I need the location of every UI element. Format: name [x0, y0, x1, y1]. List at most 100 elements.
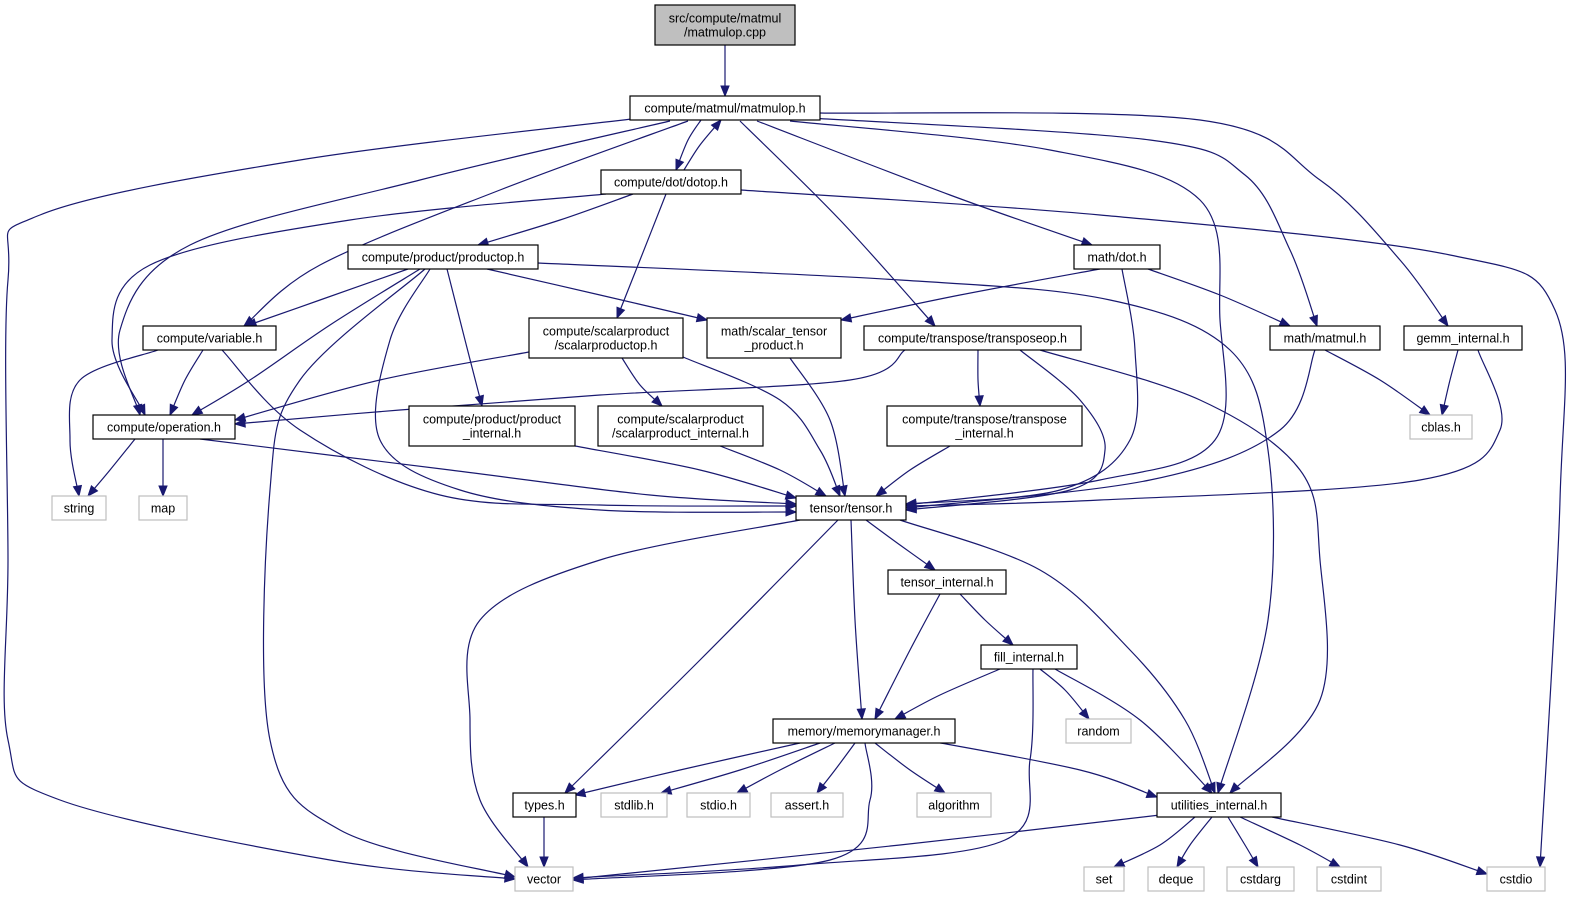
node-label: vector [527, 873, 561, 887]
arrowhead [1309, 314, 1318, 328]
node-box [686, 792, 751, 818]
node-label: compute/variable.h [157, 332, 263, 346]
arrowhead [1112, 858, 1126, 868]
edge-math-matmul-h-to-cblas-h [1324, 349, 1432, 416]
edge-memorymanager-h-to-types-h [573, 742, 801, 798]
edge-line [374, 268, 797, 513]
node-root[interactable]: src/compute/matmul/matmulop.cpp [654, 4, 796, 46]
edge-utilities-internal-h-to-cstdarg [1227, 816, 1259, 869]
edge-matmulop-h-to-dotop-h [675, 119, 702, 172]
node-label: cstdio [1500, 873, 1533, 887]
edge-tensor-internal-h-to-fill-internal-h [959, 593, 1015, 646]
edge-line [245, 268, 409, 327]
node-scalarproduct-internal-h[interactable]: compute/scalarproduct/scalarproduct_inte… [597, 405, 764, 447]
edge-fill-internal-h-to-utilities-internal-h [1054, 668, 1213, 794]
node-matmulop-h[interactable]: compute/matmul/matmulop.h [629, 95, 821, 121]
edge-dotop-h-to-scalarproductop-h [616, 193, 667, 320]
node-box [1156, 792, 1282, 818]
edge-line [719, 445, 827, 497]
edge-line [929, 740, 1158, 798]
node-scalarproductop-h[interactable]: compute/scalarproduct/scalarproductop.h [528, 317, 684, 359]
node-cstdint: cstdint [1316, 866, 1382, 892]
arrowhead [1002, 634, 1015, 646]
edge-line [1271, 816, 1488, 875]
edge-line [894, 668, 1001, 720]
node-scalar-tensor-product-h[interactable]: math/scalar_tensor_product.h [706, 317, 842, 359]
node-tensor-h[interactable]: tensor/tensor.h [795, 495, 907, 521]
edge-line [572, 668, 1034, 879]
node-variable-h[interactable]: compute/variable.h [142, 325, 277, 351]
edge-line [756, 120, 1093, 246]
edge-fill-internal-h-to-vector [571, 668, 1034, 883]
edge-transposeop-h-to-transpose-internal-h [974, 349, 984, 408]
edge-line [905, 268, 1139, 505]
edge-productop-h-to-scalar-tensor-product-h [486, 268, 709, 323]
node-fill-internal-h[interactable]: fill_internal.h [980, 644, 1078, 670]
node-box [528, 317, 684, 359]
arrowhead [1176, 855, 1187, 869]
arrowhead [1418, 405, 1432, 416]
node-label: stdlib.h [614, 799, 654, 813]
edge-operation-h-to-map [158, 439, 168, 498]
node-label: stdio.h [700, 799, 737, 813]
node-label: algorithm [928, 799, 979, 813]
edge-tensor-h-to-tensor-internal-h [865, 519, 937, 571]
node-label: compute/dot/dotop.h [614, 176, 728, 190]
node-utilities-internal-h[interactable]: utilities_internal.h [1156, 792, 1282, 818]
node-box [512, 792, 577, 818]
edge-dotop-h-to-productop-h [476, 193, 634, 247]
edge-line [169, 349, 204, 416]
node-label: types.h [524, 799, 564, 813]
edge-line [739, 120, 936, 327]
node-cblas-h: cblas.h [1409, 414, 1473, 440]
node-box [347, 244, 539, 270]
node-types-h[interactable]: types.h [512, 792, 577, 818]
node-box [1486, 866, 1546, 892]
node-label: compute/scalarproduct [617, 413, 744, 427]
arrowhead [539, 856, 549, 869]
node-transposeop-h[interactable]: compute/transpose/transposeop.h [863, 325, 1082, 351]
edge-line [572, 814, 1161, 880]
node-box [1065, 718, 1132, 744]
edge-line [446, 268, 483, 407]
edge-tensor-internal-h-to-memorymanager-h [874, 593, 941, 721]
node-math-matmul-h[interactable]: math/matmul.h [1269, 325, 1381, 351]
node-label: assert.h [785, 799, 830, 813]
node-box [629, 95, 821, 121]
arrowhead [233, 412, 247, 422]
node-label: compute/product/product [423, 413, 562, 427]
node-box [1316, 866, 1382, 892]
edge-line [3, 117, 641, 880]
node-box [514, 866, 574, 892]
arrowhead [1535, 856, 1546, 869]
node-tensor-internal-h[interactable]: tensor_internal.h [887, 569, 1007, 595]
node-label: /scalarproductop.h [555, 339, 658, 353]
arrowhead [831, 484, 841, 498]
edge-fill-internal-h-to-random [1039, 668, 1090, 721]
node-operation-h[interactable]: compute/operation.h [92, 414, 236, 440]
edge-productop-h-to-tensor-h [374, 268, 798, 517]
arrowhead [923, 560, 937, 571]
node-label: compute/operation.h [107, 421, 221, 435]
node-label: src/compute/matmul [669, 12, 782, 26]
node-transpose-internal-h[interactable]: compute/transpose/transpose_internal.h [886, 405, 1083, 447]
node-math-dot-h[interactable]: math/dot.h [1073, 244, 1161, 270]
node-label: compute/product/productop.h [362, 251, 525, 265]
node-box [600, 792, 668, 818]
node-box [795, 495, 907, 521]
edge-dotop-h-to-operation-h [111, 193, 607, 417]
node-label: compute/matmul/matmulop.h [644, 102, 805, 116]
edge-line [905, 349, 1503, 507]
node-product-internal-h[interactable]: compute/product/product_internal.h [408, 405, 576, 447]
node-label: tensor_internal.h [900, 576, 993, 590]
edge-line [959, 593, 1014, 646]
node-dotop-h[interactable]: compute/dot/dotop.h [600, 169, 742, 195]
edge-line [117, 120, 671, 416]
edge-math-dot-h-to-tensor-h [904, 268, 1139, 508]
arrowhead [839, 313, 853, 323]
edge-line [660, 742, 821, 794]
node-productop-h[interactable]: compute/product/productop.h [347, 244, 539, 270]
node-memorymanager-h[interactable]: memory/memorymanager.h [772, 718, 956, 744]
node-gemm-internal-h[interactable]: gemm_internal.h [1403, 325, 1523, 351]
edge-line [1324, 349, 1431, 416]
